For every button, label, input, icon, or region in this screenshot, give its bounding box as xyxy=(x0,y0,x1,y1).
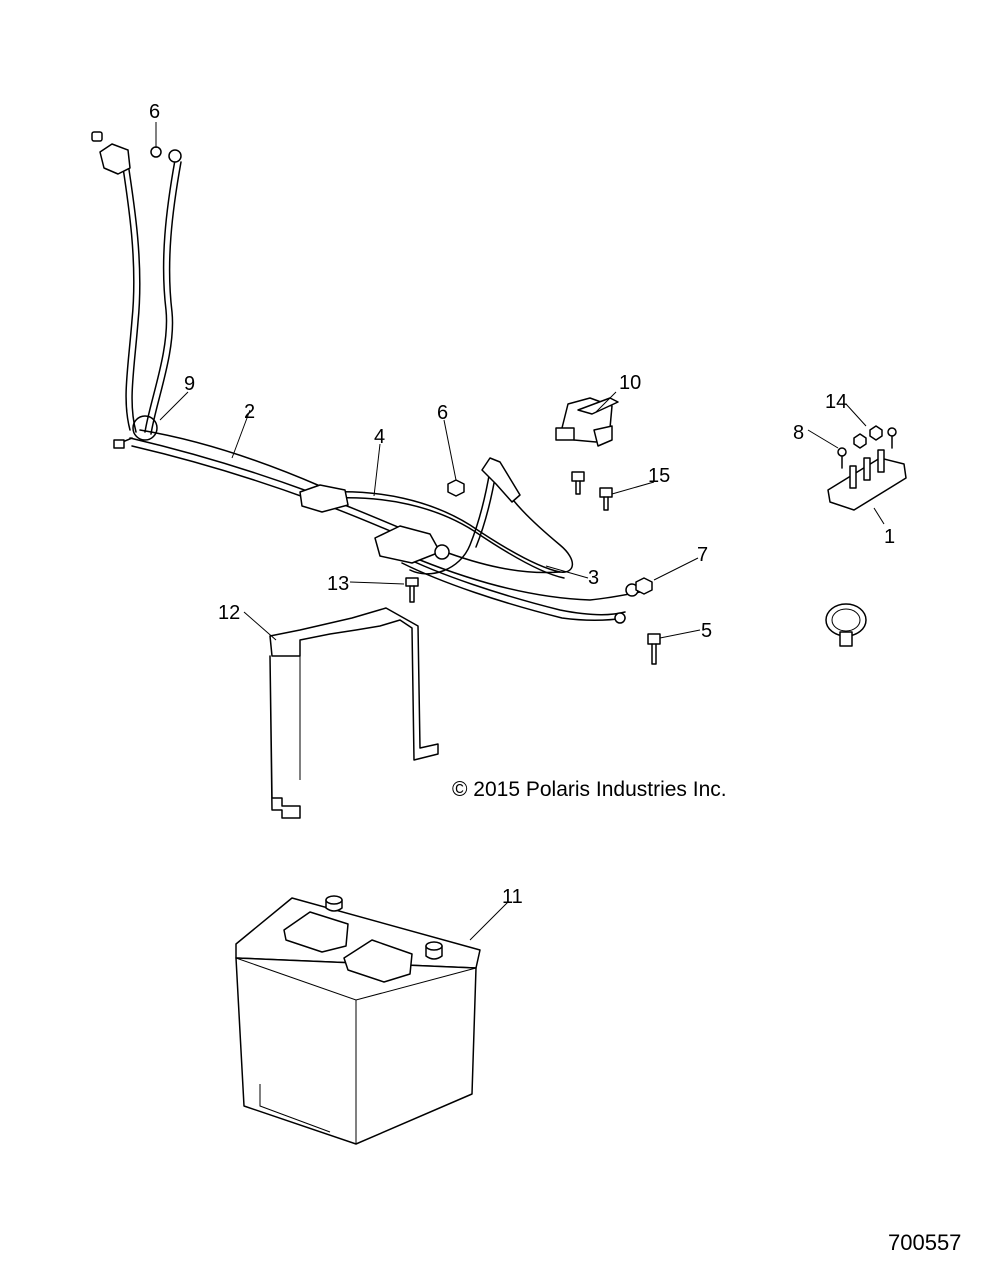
callout-3: 3 xyxy=(588,567,600,589)
callout-2: 2 xyxy=(244,401,256,423)
callout-4: 4 xyxy=(374,426,386,448)
positive-terminal-boot xyxy=(481,457,521,503)
nut-6-middle xyxy=(447,479,465,497)
terminal-block xyxy=(827,449,907,511)
callout-5: 5 xyxy=(701,620,713,642)
callout-11: 11 xyxy=(502,886,523,908)
terminal-studs xyxy=(837,425,897,469)
callout-6-top: 6 xyxy=(149,101,161,123)
callout-13: 13 xyxy=(327,573,350,595)
terminal-boot-top xyxy=(91,131,182,175)
loop-clamp xyxy=(825,603,867,647)
callout-1: 1 xyxy=(884,526,896,548)
battery xyxy=(235,895,481,1145)
cable-clamp xyxy=(113,415,158,449)
callout-14: 14 xyxy=(825,391,848,413)
bolt-13 xyxy=(405,577,419,603)
callout-10: 10 xyxy=(619,372,642,394)
battery-hold-down-bracket xyxy=(269,607,439,819)
leader-lines xyxy=(155,122,885,941)
callout-12: 12 xyxy=(218,602,241,624)
harness-junction xyxy=(299,484,450,564)
callout-15: 15 xyxy=(648,465,671,487)
bolt-5 xyxy=(647,633,661,665)
callout-6-middle: 6 xyxy=(437,402,449,424)
callout-8: 8 xyxy=(793,422,805,444)
starter-relay xyxy=(555,397,619,447)
bolt-15 xyxy=(571,471,613,511)
copyright-notice: © 2015 Polaris Industries Inc. xyxy=(452,778,727,801)
nut-7 xyxy=(635,577,653,595)
callout-9: 9 xyxy=(184,373,196,395)
callout-7: 7 xyxy=(697,544,709,566)
figure-number: 700557 xyxy=(888,1230,962,1255)
ring-terminals xyxy=(614,583,639,624)
